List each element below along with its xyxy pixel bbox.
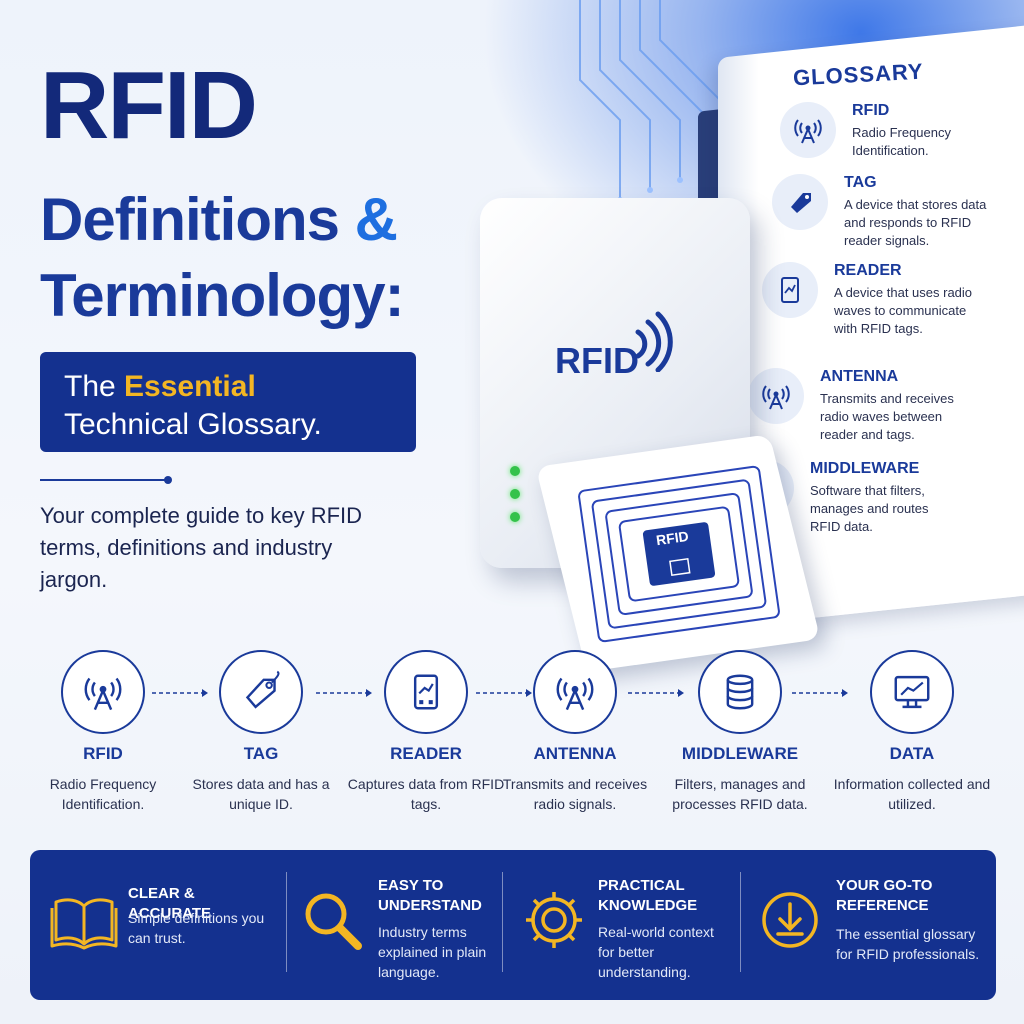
glossary-definition: Radio Frequency Identification.: [852, 125, 951, 158]
title-divider: [40, 479, 168, 481]
dashed-arrow: [476, 689, 532, 697]
flow-definition: Filters, manages and processes RFID data…: [672, 776, 808, 812]
feature-body: The essential glossary for RFID professi…: [836, 926, 980, 962]
title-line-definitions: Definitions &: [40, 190, 398, 250]
flow-term: TAG: [243, 744, 279, 763]
intro-text: Your complete guide to key RFID terms, d…: [40, 503, 363, 592]
tag-icon: [219, 650, 303, 734]
feature-heading: EASY TO UNDERSTAND: [378, 877, 482, 914]
subtitle-pre: The: [64, 370, 116, 403]
download-icon: [762, 892, 818, 948]
reader-device-label: RFID: [555, 340, 639, 381]
feature-go-to-reference: YOUR GO-TO REFERENCE The essential gloss…: [756, 870, 992, 990]
reader-icon: [384, 650, 468, 734]
glossary-definition: A device that stores data and responds t…: [844, 197, 987, 248]
flow-definition: Transmits and receives radio signals.: [502, 776, 648, 812]
dashed-arrow: [316, 689, 372, 697]
feature-heading: PRACTICAL KNOWLEDGE: [598, 877, 698, 914]
tag-icon: [772, 174, 828, 230]
glossary-term: READER: [834, 262, 902, 279]
glossary-term: RFID: [852, 102, 890, 119]
glossary-term: MIDDLEWARE: [810, 460, 920, 477]
title-divider-dot: [164, 476, 172, 484]
antenna-icon: [748, 368, 804, 424]
wireless-signal-icon: [635, 311, 673, 372]
tag-antenna-coil: [578, 465, 780, 643]
flow-term: MIDDLEWARE: [681, 744, 799, 763]
feature-heading: YOUR GO-TO REFERENCE: [836, 877, 933, 914]
feature-clear-accurate: CLEAR & ACCURATE Simple definitions you …: [48, 870, 278, 990]
status-led: [510, 489, 520, 499]
feature-easy-to-understand: EASY TO UNDERSTAND Industry terms explai…: [298, 870, 498, 990]
antenna-icon: [533, 650, 617, 734]
status-led: [510, 512, 520, 522]
status-led: [510, 466, 520, 476]
flow-definition: Radio Frequency Identification.: [49, 776, 157, 812]
glossary-definition: Transmits and receives radio waves betwe…: [820, 391, 954, 442]
dashed-arrow: [792, 689, 848, 697]
antenna-icon: [780, 102, 836, 158]
glossary-definition: Software that filters, manages and route…: [810, 483, 929, 534]
monitor-chart-icon: [870, 650, 954, 734]
band-divider: [502, 872, 503, 972]
title-definitions-text: Definitions: [40, 186, 340, 253]
reader-icon: [762, 262, 818, 318]
feature-body: Real-world context for better understand…: [598, 924, 714, 980]
book-icon: [50, 898, 118, 950]
subtitle-post: Technical Glossary.: [64, 408, 322, 441]
subtitle-banner: The Essential Technical Glossary.: [40, 352, 416, 452]
band-divider: [740, 872, 741, 972]
glossary-term: ANTENNA: [820, 368, 899, 385]
feature-practical-knowledge: PRACTICAL KNOWLEDGE Real-world context f…: [518, 870, 738, 990]
subtitle-accent: Essential: [124, 370, 256, 403]
flow-term: RFID: [83, 744, 123, 763]
flow-definition: Information collected and utilized.: [833, 776, 991, 812]
glossary-definition: A device that uses radio waves to commun…: [834, 285, 973, 336]
gear-icon: [526, 892, 582, 948]
glossary-term: TAG: [844, 174, 877, 191]
dashed-arrow: [152, 689, 208, 697]
flow-definition: Stores data and has a unique ID.: [192, 776, 330, 812]
features-band: [30, 850, 996, 1000]
database-icon: [698, 650, 782, 734]
flow-term: ANTENNA: [533, 744, 617, 763]
magnifier-icon: [305, 893, 362, 950]
title-line-terminology: Terminology:: [40, 262, 405, 329]
page-title: RFID: [40, 52, 258, 159]
band-divider: [286, 872, 287, 972]
feature-body: Industry terms explained in plain langua…: [378, 924, 487, 980]
feature-body: Simple definitions you can trust.: [128, 910, 265, 946]
flow-term: DATA: [889, 744, 935, 763]
antenna-icon: [61, 650, 145, 734]
flow-definition: Captures data from RFID tags.: [347, 776, 505, 812]
title-ampersand: &: [354, 186, 398, 253]
feature-heading: CLEAR & ACCURATE: [128, 885, 212, 922]
dashed-arrow: [628, 689, 684, 697]
flow-term: READER: [390, 744, 462, 763]
